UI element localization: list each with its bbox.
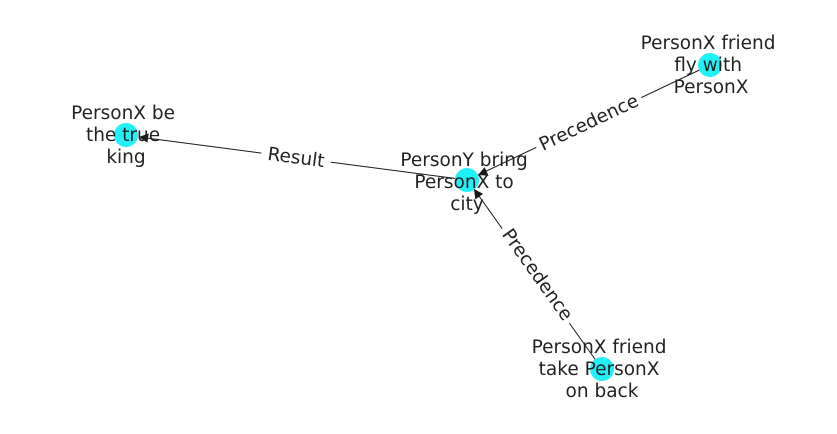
node-label-king: PersonX be the true king [71, 103, 181, 168]
edge-label-result: Result [266, 144, 325, 172]
edge-label-background [494, 221, 580, 329]
label-line: PersonX friend [641, 33, 776, 54]
label-line: on back [566, 381, 639, 402]
node-labels-layer: PersonY bring PersonX to city PersonX be… [71, 33, 782, 402]
node-label-fly: PersonX friend fly with PersonX [641, 33, 782, 98]
label-line: PersonX be [71, 103, 175, 124]
label-line: take PersonX [539, 359, 660, 380]
node-king[interactable] [114, 123, 138, 147]
label-line: city [450, 194, 484, 215]
label-line: PersonX to [414, 172, 513, 193]
node-label-back: PersonX friend take PersonX on back [532, 337, 673, 402]
label-line: PersonY bring [400, 150, 527, 171]
label-line: fly with [674, 55, 742, 76]
edge-label-background [531, 88, 647, 158]
arrowhead-icon [478, 167, 489, 176]
edge-label-precedence-upper: Precedence [536, 90, 642, 155]
arrowhead-icon [139, 133, 149, 143]
edge-label-precedence-lower: Precedence [497, 225, 576, 325]
nodes-layer [114, 53, 722, 381]
node-fly[interactable] [698, 53, 722, 77]
label-line: king [106, 147, 145, 168]
label-line: PersonX [674, 77, 749, 98]
edge-label-background [259, 142, 333, 174]
node-center[interactable] [455, 168, 479, 192]
label-line: the true [86, 125, 160, 146]
label-line: PersonX friend [532, 337, 667, 358]
arrowhead-icon [474, 189, 484, 200]
edges-layer: Result Precedence Precedence [138, 64, 711, 370]
node-label-center: PersonY bring PersonX to city [400, 150, 533, 215]
node-back[interactable] [590, 357, 614, 381]
